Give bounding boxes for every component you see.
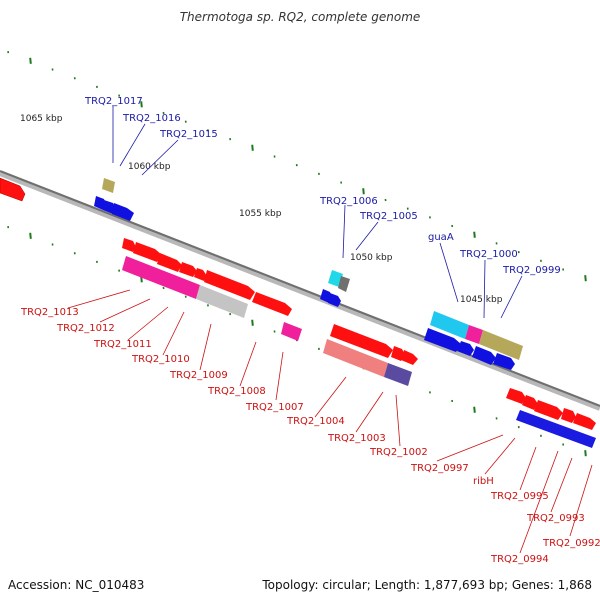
gene-feature-trq2-1016[interactable] [94, 196, 106, 210]
scale-label-1055: 1055 kbp [239, 209, 282, 219]
gene-feature[interactable] [194, 268, 207, 281]
gene-feature[interactable] [328, 293, 341, 307]
gene-feature-trq2-0999[interactable] [479, 330, 523, 360]
tick-mark [140, 101, 143, 108]
tick-mark [251, 319, 254, 326]
tick-mark [29, 57, 32, 64]
tick-mark [473, 231, 476, 238]
gene-feature-trq2-1015b[interactable] [112, 203, 134, 221]
tick-mark [29, 232, 32, 239]
gene-feature[interactable] [401, 350, 418, 365]
gene-label-trq2-1008[interactable]: TRQ2_1008 [207, 386, 266, 397]
gene-label-trq2-0997[interactable]: TRQ2_0997 [410, 463, 469, 474]
gene-feature-trq2-0995[interactable] [516, 410, 596, 448]
tick-mark [362, 188, 365, 195]
gene-feature[interactable] [252, 292, 292, 316]
gene-feature[interactable] [457, 341, 474, 356]
gene-features [0, 177, 596, 448]
gene-feature-trq2-1007[interactable] [281, 322, 302, 341]
scale-label-1050: 1050 kbp [350, 253, 393, 263]
upper-labels: TRQ2_1017 TRQ2_1016 TRQ2_1015 TRQ2_1006 … [84, 96, 561, 276]
gene-label-trq2-1007[interactable]: TRQ2_1007 [245, 402, 304, 413]
gene-label-trq2-1010[interactable]: TRQ2_1010 [131, 354, 190, 365]
gene-label-trq2-1004[interactable]: TRQ2_1004 [286, 416, 345, 427]
scale-label-1065: 1065 kbp [20, 114, 63, 124]
gene-feature-trq2-1013[interactable] [122, 256, 200, 299]
gene-label-trq2-1009[interactable]: TRQ2_1009 [169, 370, 228, 381]
tick-mark [584, 275, 587, 282]
gene-label-trq2-0995[interactable]: TRQ2_0995 [490, 491, 549, 502]
gene-feature-trq2-1003[interactable] [323, 339, 388, 377]
gene-feature[interactable] [391, 346, 405, 361]
gene-feature[interactable] [573, 413, 596, 430]
genome-title: Thermotoga sp. RQ2, complete genome [179, 10, 421, 24]
gene-feature[interactable] [204, 270, 255, 300]
gene-label-trq2-1003[interactable]: TRQ2_1003 [327, 433, 386, 444]
gene-feature-trq2-1005[interactable] [338, 276, 350, 292]
gene-feature[interactable] [472, 346, 496, 365]
gene-feature[interactable] [179, 262, 197, 277]
gene-label-ribh[interactable]: ribH [473, 476, 494, 487]
gene-feature-trq2-1006[interactable] [328, 270, 343, 287]
scale-label-1045: 1045 kbp [460, 295, 503, 305]
gene-feature[interactable] [133, 242, 162, 262]
gene-feature[interactable] [561, 408, 576, 423]
gene-feature[interactable] [157, 253, 182, 272]
gene-feature[interactable] [424, 328, 461, 352]
gene-feature-guaa[interactable] [430, 311, 469, 339]
accession-text: Accession: NC_010483 [8, 578, 145, 592]
gene-label-trq2-1006[interactable]: TRQ2_1006 [319, 196, 378, 207]
gene-label-trq2-1005[interactable]: TRQ2_1005 [359, 211, 418, 222]
gene-feature-trq2-1010[interactable] [196, 285, 248, 318]
gene-feature-trq2-1002[interactable] [384, 363, 412, 386]
gene-label-trq2-0992[interactable]: TRQ2_0992 [542, 538, 600, 549]
tick-mark [473, 406, 476, 413]
lower-labels: TRQ2_1013 TRQ2_1012 TRQ2_1011 TRQ2_1010 … [20, 307, 600, 565]
gene-label-trq2-1013[interactable]: TRQ2_1013 [20, 307, 79, 318]
gene-label-trq2-0994[interactable]: TRQ2_0994 [490, 554, 549, 565]
gene-label-guaa[interactable]: guaA [428, 232, 454, 243]
gene-feature[interactable] [330, 324, 393, 358]
gene-label-trq2-1016[interactable]: TRQ2_1016 [122, 113, 181, 124]
leader-lines [67, 106, 593, 554]
gene-feature[interactable] [534, 400, 563, 420]
gene-label-trq2-1017[interactable]: TRQ2_1017 [84, 96, 143, 107]
gene-label-trq2-1000[interactable]: TRQ2_1000 [459, 249, 518, 260]
tick-mark [251, 144, 254, 151]
gene-feature[interactable] [493, 353, 515, 370]
gene-label-trq2-0999[interactable]: TRQ2_0999 [502, 265, 561, 276]
scale-label-1060: 1060 kbp [128, 162, 171, 172]
genome-summary-text: Topology: circular; Length: 1,877,693 bp… [262, 578, 592, 592]
gene-feature[interactable] [506, 388, 526, 404]
gene-label-trq2-0993[interactable]: TRQ2_0993 [526, 513, 585, 524]
gene-feature[interactable] [122, 238, 136, 252]
gene-label-trq2-1015[interactable]: TRQ2_1015 [159, 129, 218, 140]
tick-row-outer [7, 51, 587, 282]
gene-feature[interactable] [522, 395, 538, 410]
genome-backbone [0, 170, 600, 411]
gene-feature[interactable] [0, 177, 26, 202]
gene-feature-trq2-1017[interactable] [102, 178, 115, 193]
gene-label-trq2-1011[interactable]: TRQ2_1011 [93, 339, 152, 350]
tick-mark [584, 450, 587, 457]
gene-label-trq2-1012[interactable]: TRQ2_1012 [56, 323, 115, 334]
gene-feature-trq2-1000[interactable] [465, 325, 483, 344]
gene-label-trq2-1002[interactable]: TRQ2_1002 [369, 447, 428, 458]
